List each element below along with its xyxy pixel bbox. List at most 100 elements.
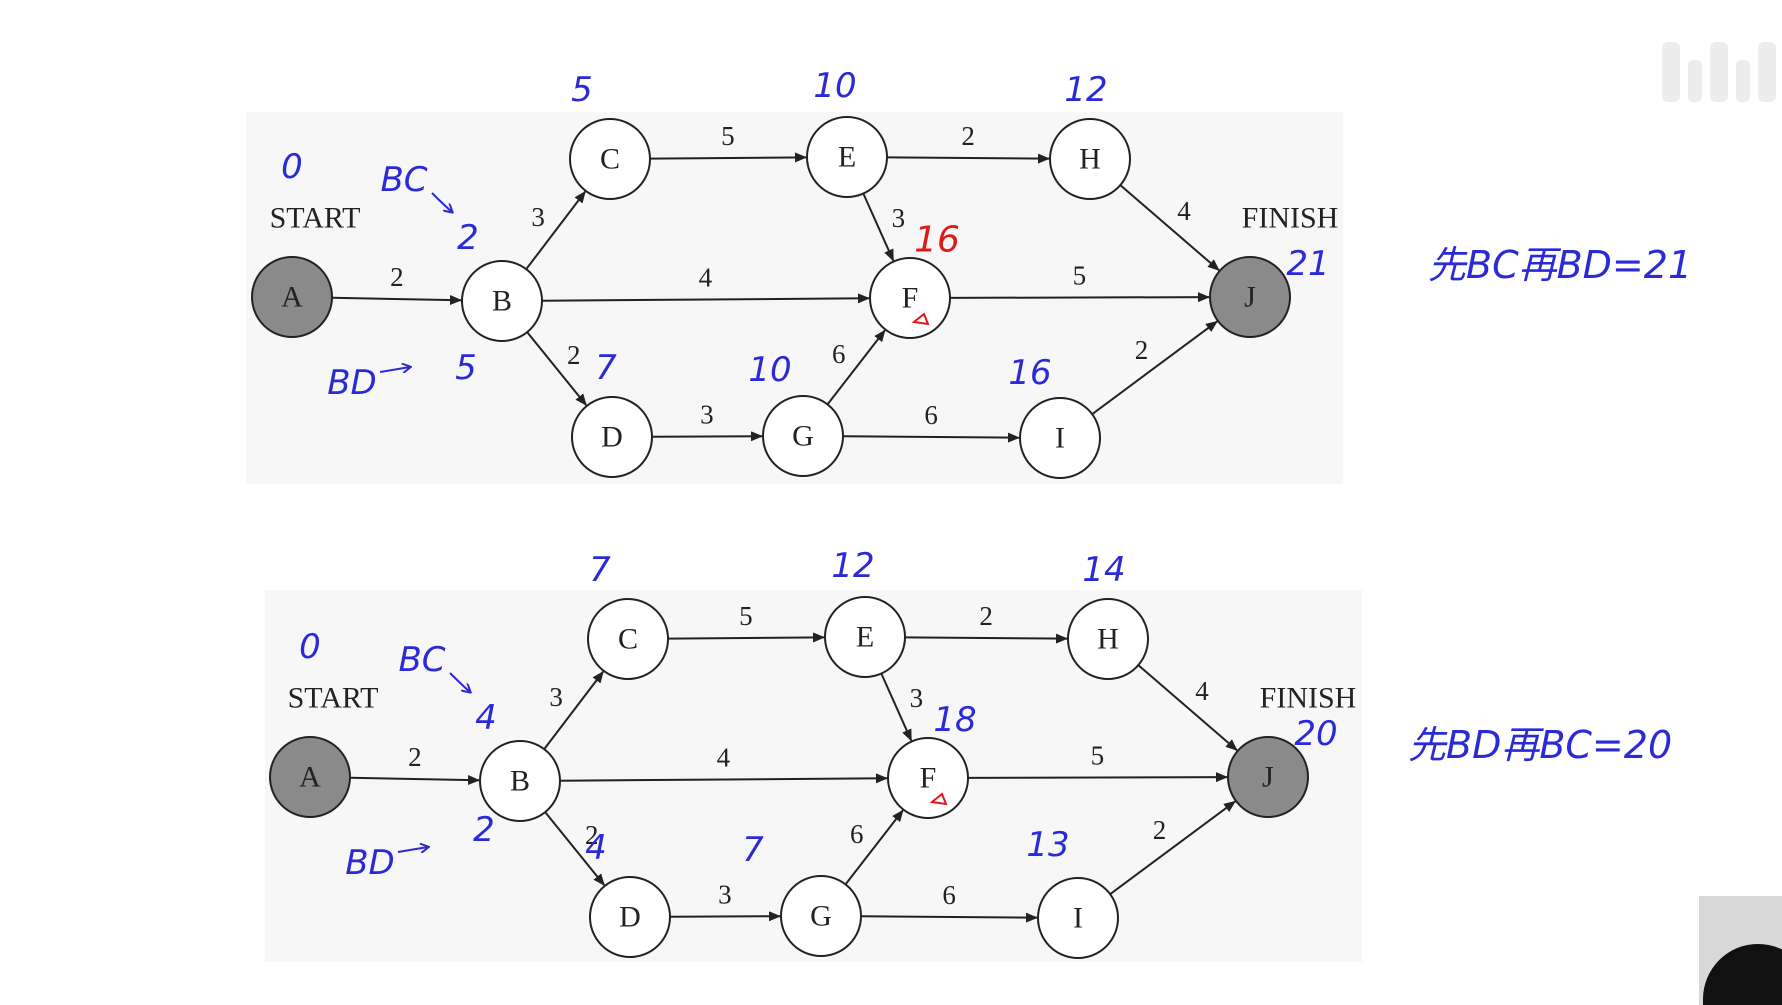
edge-weight-d-g: 3 — [700, 400, 714, 430]
edge-d-g — [651, 431, 764, 442]
edge-h-j — [1119, 184, 1220, 271]
node-c — [569, 118, 651, 200]
edge-g-i — [842, 432, 1021, 443]
edge-weight-b-f: 4 — [717, 743, 731, 773]
edge-g-f — [826, 329, 886, 406]
node-d — [589, 876, 671, 958]
node-label-e: E — [838, 141, 856, 174]
edge-weight-c-e: 5 — [721, 121, 735, 151]
red-check-mark-icon — [929, 792, 948, 806]
node-label-e: E — [856, 621, 874, 654]
edge-weight-e-h: 2 — [961, 121, 975, 151]
handwritten-value-g: 7 — [742, 830, 764, 870]
red-check-mark-icon — [911, 312, 930, 326]
handwritten-value-c: 7 — [589, 550, 611, 590]
node-label-h: H — [1079, 143, 1101, 176]
edge-weight-b-d: 2 — [585, 820, 599, 850]
edge-i-j — [1091, 320, 1218, 415]
handwritten-value-i: 16 — [1008, 353, 1051, 393]
edge-f-j — [967, 772, 1229, 783]
node-g — [780, 875, 862, 957]
webcam-overlay — [1699, 896, 1782, 1005]
node-j — [1227, 736, 1309, 818]
start-label: START — [288, 682, 379, 715]
node-g — [762, 395, 844, 477]
node-label-d: D — [619, 901, 641, 934]
node-label-h: H — [1097, 623, 1119, 656]
edge-weight-a-b: 2 — [408, 742, 422, 772]
edge-b-c — [525, 190, 586, 270]
handwritten-value-f: 18 — [933, 700, 976, 740]
edge-g-i — [860, 912, 1039, 923]
edge-a-b — [331, 295, 463, 306]
handwritten-bd-tag: BD — [327, 363, 377, 403]
edge-weight-b-c: 3 — [549, 682, 563, 712]
handwritten-arrow-bd — [397, 847, 428, 852]
node-c — [587, 598, 669, 680]
handwritten-value-j: 20 — [1294, 714, 1337, 754]
handwritten-value-e: 12 — [831, 546, 874, 586]
node-label-i: I — [1073, 902, 1083, 935]
edge-c-e — [649, 152, 808, 163]
node-f — [887, 737, 969, 819]
edge-f-j — [949, 292, 1211, 303]
edge-weight-h-j: 4 — [1177, 196, 1191, 226]
edge-weight-a-b: 2 — [390, 262, 404, 292]
edge-weight-d-g: 3 — [718, 880, 732, 910]
node-a — [251, 256, 333, 338]
handwritten-value-i: 13 — [1026, 825, 1069, 865]
handwritten-value-b-top: 2 — [457, 218, 479, 258]
edge-weight-g-f: 6 — [850, 819, 864, 849]
handwritten-value-b-bottom: 5 — [455, 348, 477, 388]
node-label-f: F — [920, 762, 937, 795]
node-e — [824, 596, 906, 678]
edge-b-d — [544, 811, 605, 886]
edge-e-f — [880, 673, 913, 742]
edge-e-f — [862, 193, 895, 262]
handwritten-value-d: 4 — [585, 828, 607, 868]
node-label-d: D — [601, 421, 623, 454]
video-watermark-icon — [1662, 42, 1776, 102]
handwritten-value-d: 7 — [595, 348, 617, 388]
handwritten-value-g: 10 — [748, 350, 791, 390]
handwritten-value-b-bottom: 2 — [473, 810, 495, 850]
edge-g-f — [844, 809, 904, 886]
node-label-g: G — [792, 420, 814, 453]
node-label-c: C — [600, 143, 620, 176]
edge-weight-e-f: 3 — [910, 683, 924, 713]
node-label-a: A — [281, 281, 303, 314]
node-i — [1037, 877, 1119, 959]
finish-label: FINISH — [1242, 202, 1339, 235]
start-label: START — [270, 202, 361, 235]
edge-weight-g-i: 6 — [942, 880, 956, 910]
edge-b-f — [541, 293, 871, 304]
node-h — [1067, 598, 1149, 680]
edge-e-h — [904, 633, 1069, 644]
edge-b-d — [526, 331, 587, 406]
node-label-j: J — [1244, 281, 1256, 314]
handwritten-value-h: 12 — [1064, 70, 1107, 110]
node-label-c: C — [618, 623, 638, 656]
edge-c-e — [667, 632, 826, 643]
edge-b-c — [543, 670, 604, 750]
handwritten-arrow-bd — [379, 367, 410, 372]
edge-weight-i-j: 2 — [1135, 335, 1149, 365]
handwritten-note: 先BC再BD=21 — [1428, 243, 1692, 287]
node-h — [1049, 118, 1131, 200]
edge-a-b — [349, 775, 481, 786]
presenter-head — [1703, 944, 1782, 1005]
edge-weight-f-j: 5 — [1091, 741, 1105, 771]
node-label-a: A — [299, 761, 321, 794]
node-b — [461, 260, 543, 342]
node-label-b: B — [492, 285, 512, 318]
edge-weight-h-j: 4 — [1195, 676, 1209, 706]
handwritten-value-h: 14 — [1082, 550, 1125, 590]
node-a — [269, 736, 351, 818]
handwritten-bc-tag: BC — [380, 160, 427, 200]
handwritten-arrow-bc — [449, 672, 470, 692]
edge-weight-g-i: 6 — [924, 400, 938, 430]
handwritten-value-j: 21 — [1286, 244, 1329, 284]
